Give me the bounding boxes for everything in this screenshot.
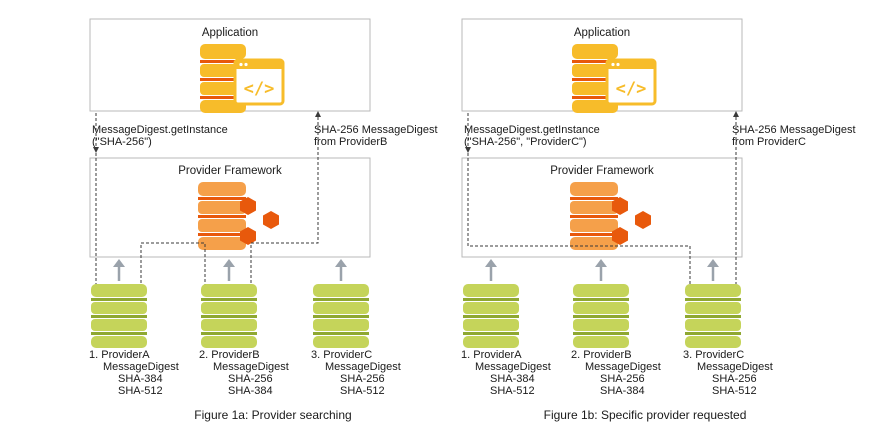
response-label-line1: SHA-256 MessageDigest xyxy=(314,124,438,136)
svg-text:SHA-256: SHA-256 xyxy=(600,373,645,385)
svg-text:2. ProviderB: 2. ProviderB xyxy=(199,349,260,361)
svg-text:SHA-384: SHA-384 xyxy=(228,385,273,397)
response-arrowhead xyxy=(315,111,321,117)
provider-a-label: 1. ProviderA MessageDigest SHA-384 SHA-5… xyxy=(89,349,179,397)
application-title: Application xyxy=(574,27,630,39)
provider-a-up-arrow xyxy=(111,257,127,283)
direct-request-path-line xyxy=(467,113,737,291)
figure-1b-caption: Figure 1b: Specific provider requested xyxy=(544,408,747,422)
provider-b-label: 2. ProviderB MessageDigest SHA-256 SHA-3… xyxy=(199,349,289,397)
svg-text:1. ProviderA: 1. ProviderA xyxy=(89,349,150,361)
svg-text:SHA-384: SHA-384 xyxy=(600,385,645,397)
provider-a-icon xyxy=(91,284,147,348)
svg-text:SHA-512: SHA-512 xyxy=(340,385,385,397)
response-label-line2: from ProviderC xyxy=(732,136,806,148)
provider-c-up-arrow xyxy=(705,257,721,283)
svg-text:3. ProviderC: 3. ProviderC xyxy=(683,349,744,361)
svg-text:1. ProviderA: 1. ProviderA xyxy=(461,349,522,361)
svg-text:SHA-256: SHA-256 xyxy=(340,373,385,385)
provider-c-label: 3. ProviderC MessageDigest SHA-256 SHA-5… xyxy=(683,349,773,397)
provider-c-icon xyxy=(313,284,369,348)
figure-1a-caption: Figure 1a: Provider searching xyxy=(194,408,351,422)
svg-text:MessageDigest: MessageDigest xyxy=(697,361,773,373)
framework-database-icon xyxy=(198,182,246,250)
figure-1a: Application MessageDigest.getInstance ("… xyxy=(89,18,438,422)
request-arrowhead xyxy=(465,147,471,153)
application-title: Application xyxy=(202,27,258,39)
provider-b-icon xyxy=(201,284,257,348)
request-label-line1: MessageDigest.getInstance xyxy=(464,124,600,136)
request-arrowhead xyxy=(93,147,99,153)
svg-text:MessageDigest: MessageDigest xyxy=(585,361,661,373)
response-arrowhead xyxy=(733,111,739,117)
provider-a-label: 1. ProviderA MessageDigest SHA-384 SHA-5… xyxy=(461,349,551,397)
response-label-line1: SHA-256 MessageDigest xyxy=(732,124,856,136)
provider-c-icon xyxy=(685,284,741,348)
provider-c-up-arrow xyxy=(333,257,349,283)
svg-text:SHA-512: SHA-512 xyxy=(490,385,535,397)
svg-text:SHA-384: SHA-384 xyxy=(490,373,535,385)
provider-b-label: 2. ProviderB MessageDigest SHA-256 SHA-3… xyxy=(571,349,661,397)
svg-text:SHA-384: SHA-384 xyxy=(118,373,163,385)
request-label-line2: ("SHA-256") xyxy=(92,136,152,148)
svg-text:SHA-512: SHA-512 xyxy=(712,385,757,397)
framework-title: Provider Framework xyxy=(550,165,654,177)
svg-text:SHA-512: SHA-512 xyxy=(118,385,163,397)
svg-text:MessageDigest: MessageDigest xyxy=(103,361,179,373)
svg-text:MessageDigest: MessageDigest xyxy=(325,361,401,373)
provider-c-label: 3. ProviderC MessageDigest SHA-256 SHA-5… xyxy=(311,349,401,397)
code-window-icon xyxy=(233,58,285,106)
provider-b-icon xyxy=(573,284,629,348)
code-window-icon xyxy=(605,58,657,106)
svg-text:3. ProviderC: 3. ProviderC xyxy=(311,349,372,361)
request-label-line2: ("SHA-256", "ProviderC") xyxy=(464,136,587,148)
svg-text:MessageDigest: MessageDigest xyxy=(213,361,289,373)
svg-text:2. ProviderB: 2. ProviderB xyxy=(571,349,632,361)
provider-a-up-arrow xyxy=(483,257,499,283)
framework-database-icon xyxy=(570,182,618,250)
provider-a-icon xyxy=(463,284,519,348)
svg-text:SHA-256: SHA-256 xyxy=(228,373,273,385)
response-label-line2: from ProviderB xyxy=(314,136,387,148)
request-label-line1: MessageDigest.getInstance xyxy=(92,124,228,136)
svg-text:MessageDigest: MessageDigest xyxy=(475,361,551,373)
figure-1b: Application MessageDigest.getInstance ("… xyxy=(461,18,856,422)
provider-b-up-arrow xyxy=(593,257,609,283)
svg-text:SHA-256: SHA-256 xyxy=(712,373,757,385)
framework-title: Provider Framework xyxy=(178,165,282,177)
provider-b-up-arrow xyxy=(221,257,237,283)
